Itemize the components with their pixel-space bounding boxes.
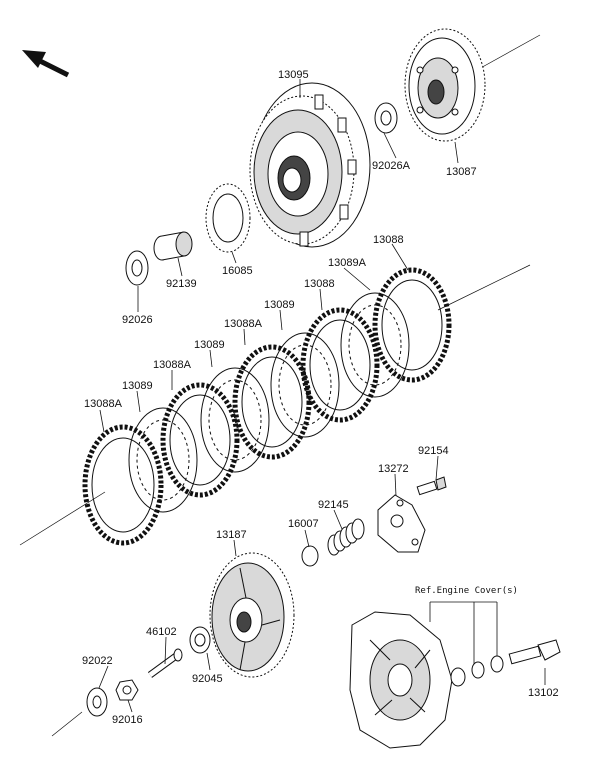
steel-plate-13089b <box>200 367 270 473</box>
label-13089-first: 13089 <box>264 299 295 311</box>
steel-plate-13089a <box>270 332 340 438</box>
label-92139: 92139 <box>166 278 197 290</box>
nut-92016 <box>115 679 139 701</box>
leader-lines <box>98 79 546 713</box>
label-13095: 13095 <box>278 69 309 81</box>
label-13088A-second: 13088A <box>153 359 191 371</box>
steel-plate-13089A <box>340 292 410 398</box>
bolt-92154 <box>416 476 447 496</box>
label-13187: 13187 <box>216 529 247 541</box>
label-92154: 92154 <box>418 445 449 457</box>
label-13089A: 13089A <box>328 257 366 269</box>
label-92016: 92016 <box>112 714 143 726</box>
label-16085: 16085 <box>222 265 253 277</box>
direction-arrow-icon <box>22 50 70 78</box>
friction-plate-13088 <box>372 267 452 383</box>
washer-92026A <box>374 102 398 134</box>
label-13089-third: 13089 <box>122 380 153 392</box>
bearing-92045 <box>189 626 211 654</box>
ref-engine-cover-note: Ref.Engine Cover(s) <box>415 586 518 596</box>
label-13102: 13102 <box>528 687 559 699</box>
label-13088-second: 13088 <box>304 278 335 290</box>
label-92045: 92045 <box>192 673 223 685</box>
label-92145: 92145 <box>318 499 349 511</box>
clutch-housing-gear-13087 <box>404 28 486 142</box>
gear-16085 <box>205 183 251 253</box>
washer-92022 <box>86 687 108 717</box>
sleeve-92139 <box>153 231 193 261</box>
pushrod-46102 <box>147 648 183 678</box>
circlip-16007 <box>301 545 319 567</box>
label-13088A-first: 13088A <box>224 318 262 330</box>
engine-cover-reference <box>349 611 453 749</box>
label-46102: 46102 <box>146 626 177 638</box>
friction-plate-13088b <box>300 307 380 423</box>
label-13088-top: 13088 <box>373 234 404 246</box>
plate-13272 <box>377 494 426 553</box>
label-13272: 13272 <box>378 463 409 475</box>
label-16007: 16007 <box>288 518 319 530</box>
steel-plate-13089c <box>128 407 198 513</box>
label-92026: 92026 <box>122 314 153 326</box>
label-13087: 13087 <box>446 166 477 178</box>
clutch-housing-13095 <box>249 82 371 248</box>
friction-plate-13088A-b <box>160 382 240 498</box>
friction-plate-13088A-a <box>232 344 312 460</box>
friction-plate-13088A-c <box>82 424 164 546</box>
pressure-plate-13187 <box>209 552 295 678</box>
washer-92026 <box>125 250 149 286</box>
ref-bracket <box>429 601 498 664</box>
clutch-plate-stack <box>82 267 452 546</box>
release-lever-13102 <box>450 639 561 687</box>
label-13088A-third: 13088A <box>84 398 122 410</box>
label-92026A: 92026A <box>372 160 410 172</box>
label-13089-second: 13089 <box>194 339 225 351</box>
spring-92145 <box>327 518 365 556</box>
label-92022: 92022 <box>82 655 113 667</box>
